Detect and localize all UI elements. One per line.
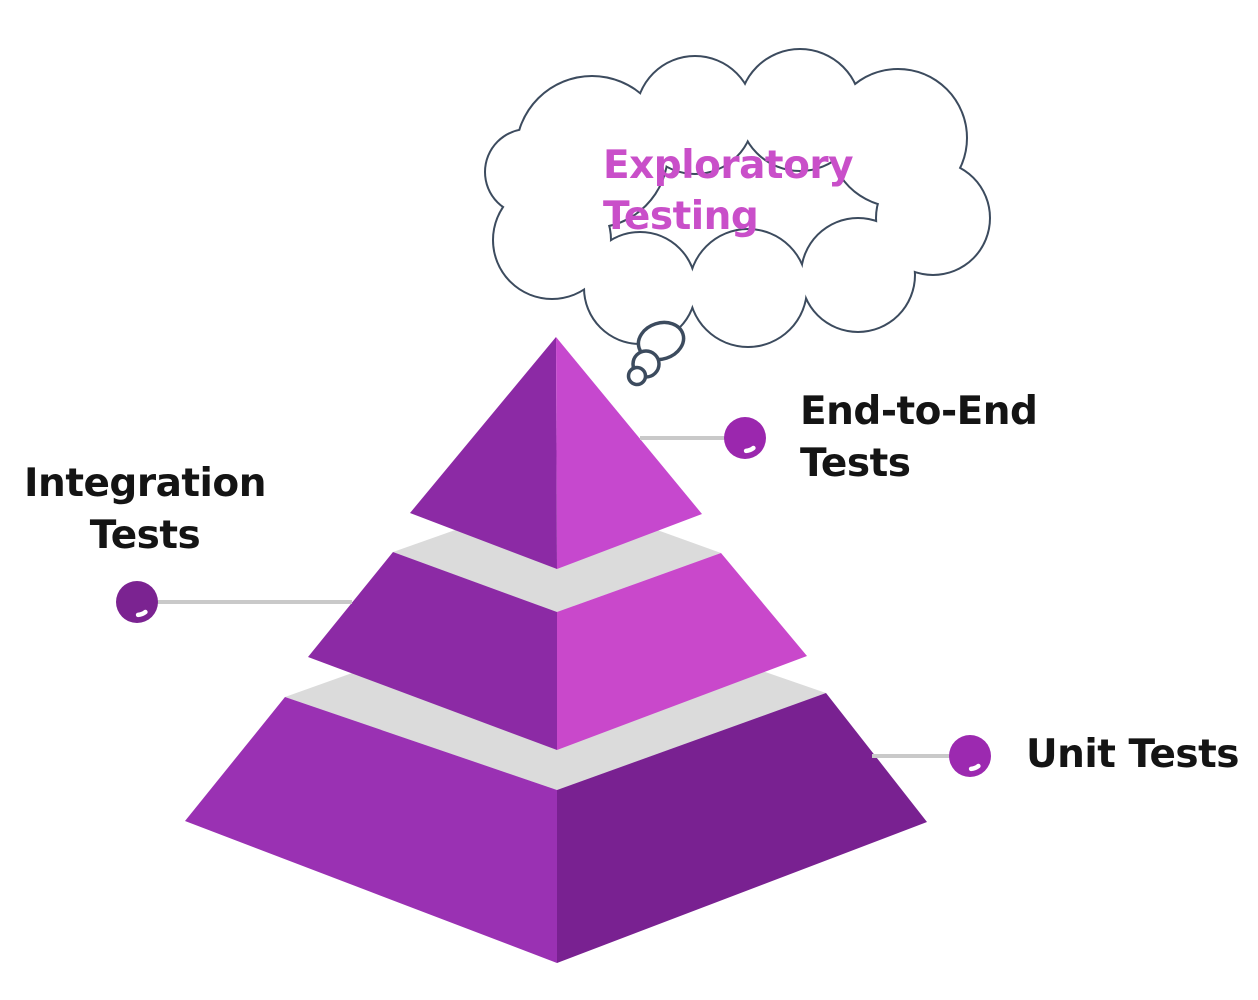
unit-label-line1: Unit Tests: [1026, 732, 1239, 777]
integration-level-right-face: [557, 553, 807, 750]
integration-dot-highlight: [135, 609, 148, 618]
unit-level-left-face: [185, 697, 557, 963]
cloud-text-line2: Testing: [603, 194, 759, 239]
end-to-end-dot-highlight: [743, 445, 756, 454]
thought-cloud-tail: [626, 320, 686, 387]
end-to-end-label-line2: Tests: [800, 441, 911, 486]
cloud-text-exploratory-testing: Exploratory Testing: [603, 140, 854, 242]
thought-bubble-small: [626, 365, 648, 387]
integration-dot: [116, 581, 158, 623]
end-to-end-level-right-face: [556, 337, 702, 569]
unit-dot: [949, 735, 991, 777]
integration-label-line2: Tests: [89, 513, 201, 558]
unit-dot-highlight: [968, 763, 981, 772]
end-to-end-dot: [724, 417, 766, 459]
unit-tests-label: Unit Tests: [1026, 729, 1239, 781]
integration-tests-label: Integration Tests: [9, 458, 281, 562]
unit-level-right-face: [557, 693, 927, 963]
pyramid-level-end-to-end-tests: [410, 337, 702, 569]
end-to-end-level-left-face: [410, 337, 557, 569]
integration-level-left-face: [308, 552, 557, 750]
integration-label-line1: Integration: [24, 461, 266, 506]
end-to-end-label-line1: End-to-End: [800, 389, 1038, 434]
cloud-text-line1: Exploratory: [603, 143, 854, 188]
end-to-end-tests-label: End-to-End Tests: [800, 386, 1038, 490]
